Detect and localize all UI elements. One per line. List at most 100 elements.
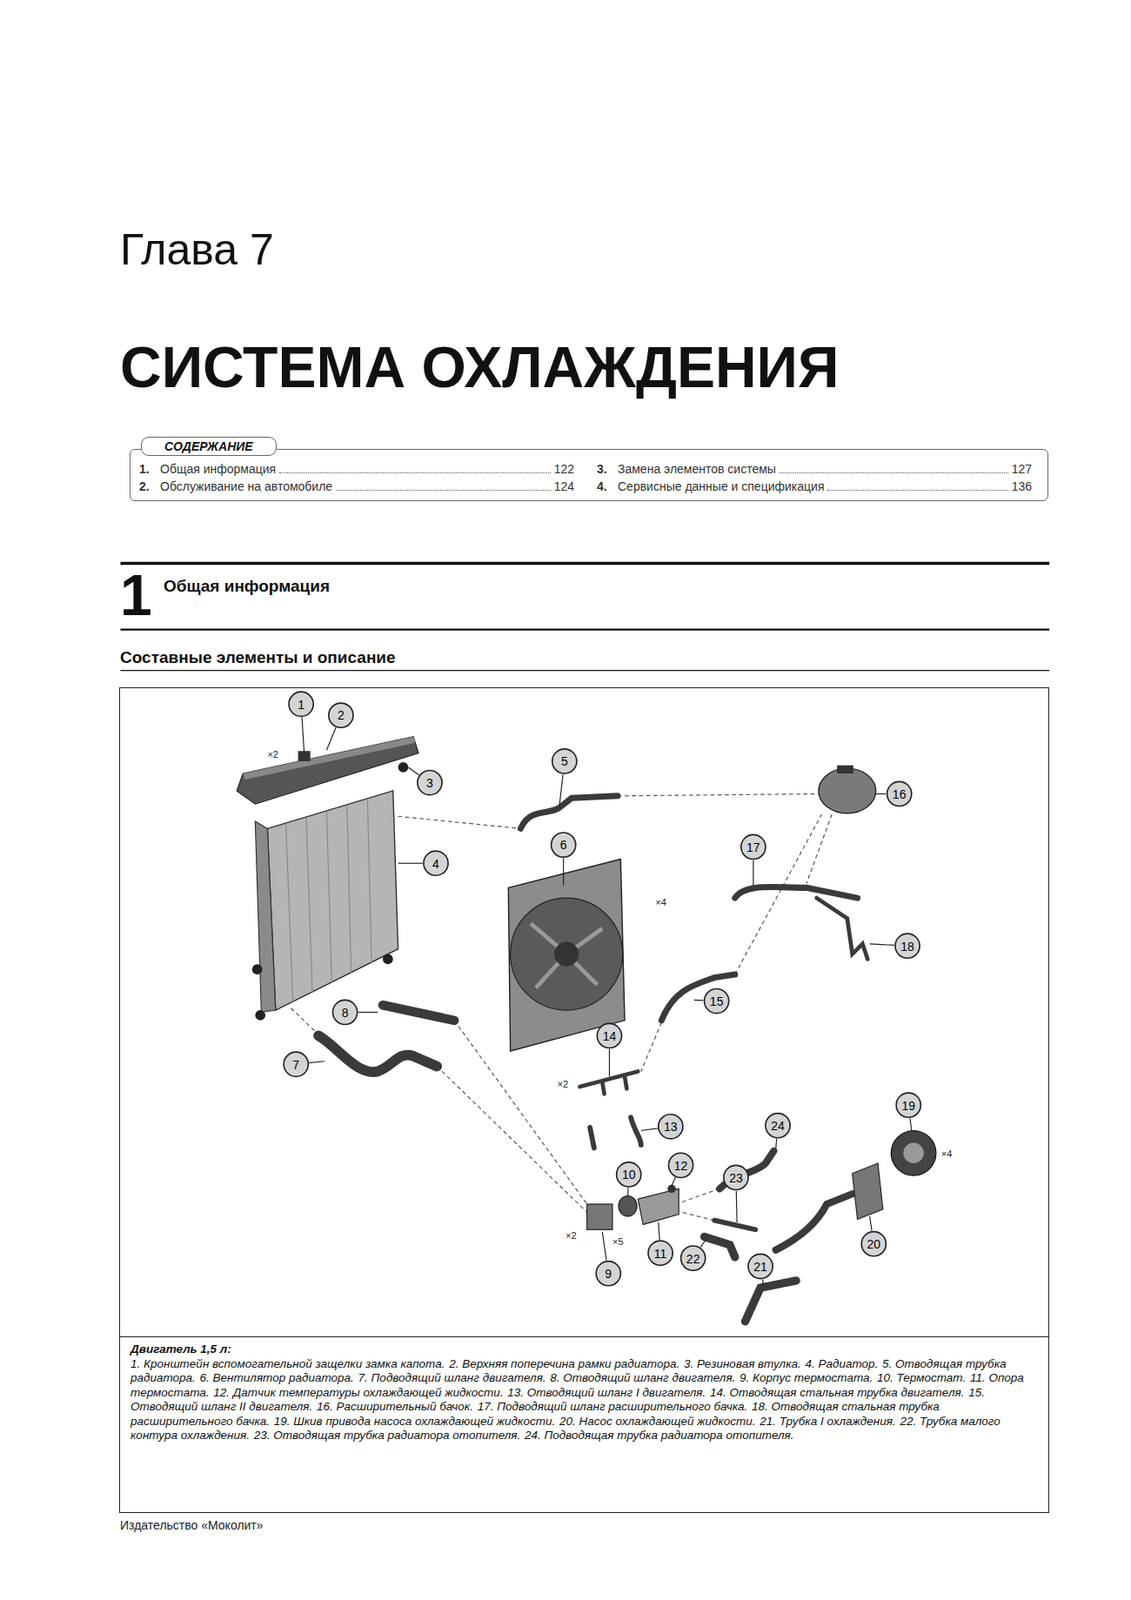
legend-item: 6. Вентилятор радиатора.	[200, 1371, 355, 1385]
coolant-pump	[852, 1163, 884, 1220]
hose	[382, 1004, 455, 1021]
legend-item: 19. Шкив привода насоса охлаждающей жидк…	[274, 1414, 556, 1428]
radiator-fan	[510, 897, 623, 1011]
callout-number: 20	[861, 1236, 886, 1252]
callout-circle	[887, 781, 912, 806]
hose	[318, 1035, 437, 1072]
section-rule	[120, 562, 1050, 566]
callout-circle	[895, 933, 920, 958]
hose	[714, 1220, 756, 1231]
radiator	[286, 823, 294, 1002]
callout-number: 22	[681, 1251, 706, 1267]
legend-item: 16. Расширительный бачок.	[316, 1399, 474, 1413]
callout-number: 17	[741, 839, 766, 856]
contents-number: 1.	[139, 461, 161, 477]
callout-number: 24	[765, 1117, 790, 1134]
legend-item: 20. Насос охлаждающей жидкости.	[559, 1414, 757, 1428]
legend-item: 4. Радиатор.	[805, 1357, 879, 1371]
dashed-link	[641, 1022, 662, 1071]
hose	[735, 886, 858, 898]
contents-row: 1.Общая информация122	[139, 461, 575, 477]
hose	[661, 974, 735, 1021]
contents-page: 122	[554, 461, 575, 477]
leader-line	[562, 857, 564, 886]
dashed-link	[682, 1188, 720, 1202]
leader-line	[609, 1049, 610, 1078]
radiator	[382, 954, 394, 965]
section-title: Общая информация	[163, 577, 330, 595]
legend-item: 8. Отводящий шланг двигателя.	[549, 1371, 736, 1385]
callout-circle	[596, 1023, 622, 1048]
publisher-footer: Издательство «Моколит»	[120, 1518, 264, 1533]
leader-line	[602, 1231, 607, 1261]
legend-item: 7. Подводящий шланг двигателя.	[358, 1371, 547, 1385]
callout-circle	[896, 1092, 921, 1118]
contents-entry: Сервисные данные и спецификация	[617, 479, 824, 495]
callout-number: 3	[417, 775, 442, 791]
legend-item: 24. Подводящая трубка радиатора отопител…	[524, 1428, 795, 1442]
contents-page: 127	[1011, 461, 1032, 477]
callout-number: 16	[887, 786, 912, 803]
quantity-mark: ×5	[612, 1237, 624, 1247]
radiator	[267, 790, 398, 1011]
contents-number: 4.	[596, 479, 618, 495]
legend-item: 3. Резиновая втулка.	[683, 1357, 802, 1371]
leader-line	[694, 999, 704, 1002]
quantity-mark: ×2	[267, 749, 279, 760]
legend-item: 9. Корпус термостата.	[739, 1371, 873, 1385]
callout-circle	[283, 691, 921, 1286]
hose	[520, 796, 617, 830]
callout-number: 2	[328, 707, 354, 723]
dot-leader	[279, 471, 550, 474]
dot-leader	[779, 471, 1009, 474]
thermostat-assembly	[587, 1204, 613, 1230]
leader-line	[762, 1279, 763, 1286]
coolant-pump	[890, 1130, 937, 1176]
callout-circle	[648, 1240, 673, 1265]
leader-line	[870, 1216, 872, 1232]
radiator	[306, 816, 313, 993]
callout-number: 9	[595, 1265, 621, 1282]
radiator	[367, 798, 372, 964]
dashed-link	[436, 1066, 587, 1213]
leader-line	[627, 1187, 630, 1196]
callout-circle	[423, 850, 449, 876]
legend-item: 21. Трубка I охлаждения.	[759, 1414, 896, 1428]
legend-item: 17. Подводящий шланг расширительного бач…	[477, 1399, 749, 1413]
callout-number: 1	[288, 696, 314, 713]
callout-circle	[681, 1245, 706, 1271]
legend-heading: Двигатель 1,5 л:	[130, 1342, 1038, 1358]
dashed-link	[617, 793, 819, 796]
leader-line	[671, 1177, 676, 1186]
dashed-link	[682, 1211, 716, 1220]
section-rule	[120, 629, 1050, 631]
leader-line	[326, 727, 336, 750]
leader-line	[876, 793, 887, 795]
radiator	[252, 963, 263, 975]
leader-line	[910, 1117, 912, 1131]
leader-line	[658, 1222, 660, 1240]
callout-number: 11	[648, 1245, 673, 1262]
legend-block: Двигатель 1,5 л:1. Кронштейн вспомогател…	[120, 1336, 1049, 1447]
contents-number: 2.	[139, 479, 161, 495]
callout-circle	[417, 769, 442, 795]
callout-number: 13	[658, 1118, 683, 1135]
hose	[776, 1193, 853, 1251]
callout-number: 21	[748, 1258, 773, 1275]
callout-number: 14	[596, 1028, 622, 1044]
leader-line	[752, 860, 754, 886]
coolant-pump	[903, 1143, 924, 1164]
callout-number: 10	[616, 1166, 642, 1183]
hose	[318, 796, 868, 1322]
quantity-mark: ×2	[557, 1079, 569, 1090]
callout-number: 23	[723, 1170, 749, 1186]
callout-circle	[723, 1164, 749, 1190]
callout-number: 19	[896, 1097, 921, 1114]
callout-circle	[283, 1051, 308, 1077]
leader-line	[776, 1138, 777, 1150]
section-number: 1	[120, 566, 153, 624]
contents-row: 2.Обслуживание на автомобиле124	[139, 479, 575, 495]
quantity-mark: ×2	[565, 1231, 577, 1241]
radiator	[347, 804, 352, 974]
